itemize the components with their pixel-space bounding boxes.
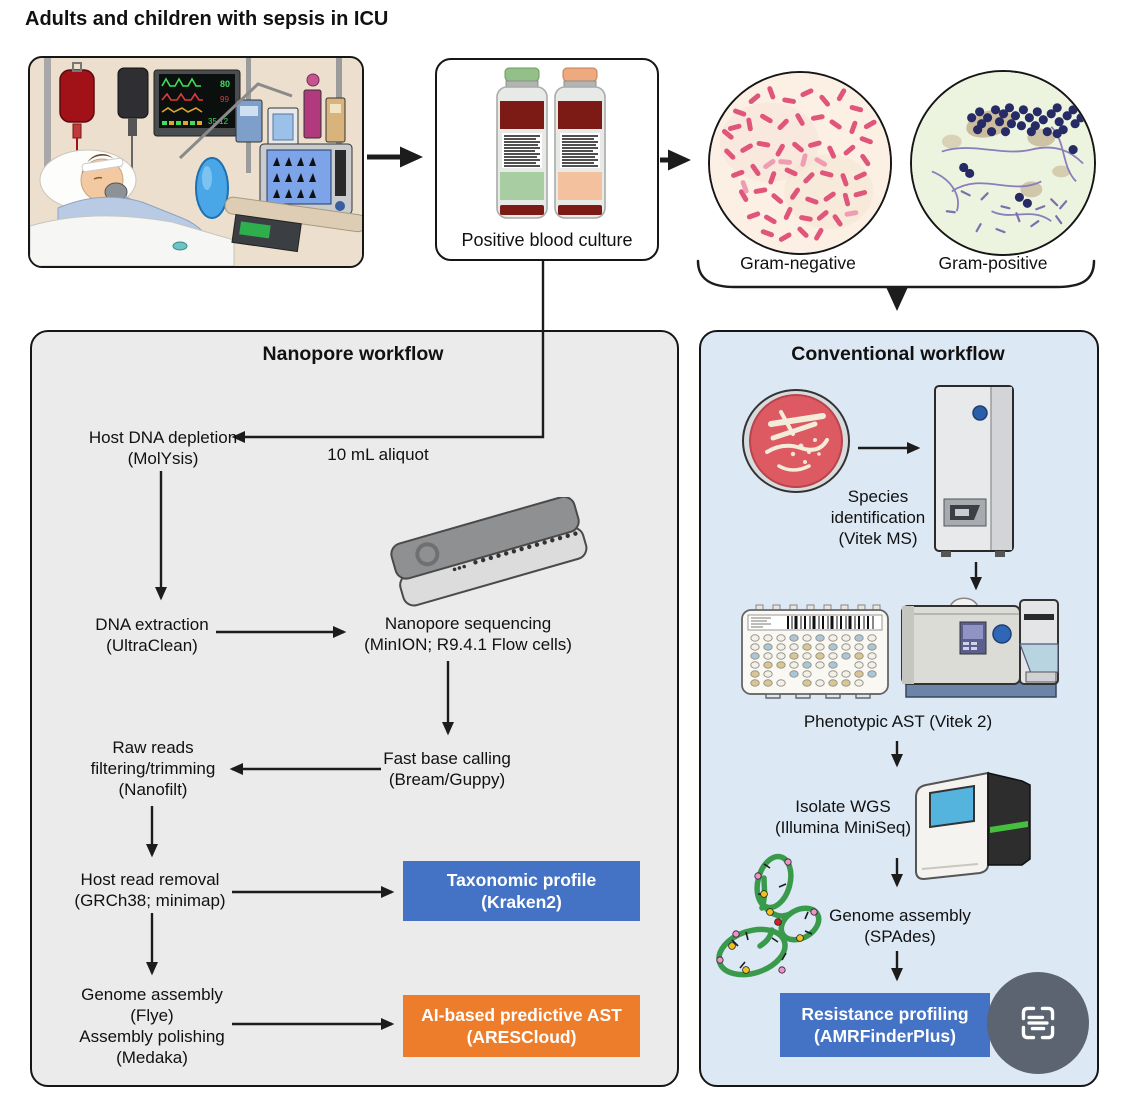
- svg-text:80: 80: [220, 79, 230, 89]
- gram-negative-micrograph: [708, 71, 892, 255]
- nanopore-workflow-panel: [30, 330, 679, 1087]
- step-species-identification: Species identification (Vitek MS): [830, 487, 926, 549]
- step-phenotypic-ast: Phenotypic AST (Vitek 2): [803, 712, 993, 731]
- blood-agar-plate-icon: [741, 388, 851, 495]
- bottle-orange: [554, 67, 606, 219]
- svg-text:99: 99: [220, 95, 229, 104]
- positive-blood-culture-card: Positive blood culture: [435, 58, 659, 261]
- vitek-ms-instrument-icon: [933, 383, 1017, 561]
- page-title: Adults and children with sepsis in ICU: [25, 8, 389, 30]
- step-genome-assembly-flye: Genome assembly (Flye) Assembly polishin…: [79, 985, 225, 1068]
- ast-card-icon: [740, 604, 890, 701]
- oxygen-bag-icon: [195, 157, 229, 219]
- gram-positive-label: Gram-positive: [938, 253, 1048, 273]
- step-host-dna-depletion: Host DNA depletion (MolYsis): [88, 428, 238, 469]
- blood-culture-label: Positive blood culture: [461, 230, 633, 250]
- bed-rail-icon: [224, 196, 362, 253]
- step-raw-reads-filtering: Raw reads filtering/trimming (Nanofilt): [90, 738, 216, 800]
- gram-negative-label: Gram-negative: [740, 253, 856, 273]
- step-isolate-wgs: Isolate WGS (Illumina MiniSeq): [774, 797, 912, 838]
- patient-icon: [30, 149, 235, 266]
- step-nanopore-sequencing: Nanopore sequencing (MinION; R9.4.1 Flow…: [364, 614, 572, 655]
- patient-monitor-icon: 80 99 35 12: [153, 69, 241, 137]
- genome-assembly-graph-icon: [712, 850, 830, 982]
- step-genome-assembly-spades: Genome assembly (SPAdes): [829, 906, 971, 947]
- output-taxonomic-profile: Taxonomic profile (Kraken2): [403, 861, 640, 921]
- conventional-workflow-title: Conventional workflow: [791, 343, 1005, 365]
- miniseq-sequencer-icon: [908, 765, 1040, 883]
- output-ai-predictive-ast: AI-based predictive AST (ARESCloud): [403, 995, 640, 1057]
- nanopore-workflow-title: Nanopore workflow: [262, 343, 444, 365]
- step-host-read-removal: Host read removal (GRCh38; minimap): [74, 870, 226, 911]
- vitek-2-instrument-icon: [898, 592, 1062, 704]
- aliquot-label: 10 mL aliquot: [327, 445, 429, 464]
- infusion-pumps-icon: [235, 73, 346, 163]
- bottle-green: [496, 67, 548, 219]
- icu-illustration: 80 99 35 12: [28, 56, 364, 268]
- scan-icon: [1021, 1006, 1055, 1040]
- blood-culture-bottles-icon: [496, 67, 606, 219]
- step-dna-extraction: DNA extraction (UltraClean): [95, 615, 209, 656]
- scan-button[interactable]: [987, 972, 1089, 1074]
- step-fast-base-calling: Fast base calling (Bream/Guppy): [383, 749, 511, 790]
- output-resistance-profiling: Resistance profiling (AMRFinderPlus): [780, 993, 990, 1057]
- minion-sequencer-icon: [383, 495, 598, 609]
- ventilator-icon: [259, 143, 353, 215]
- gram-positive-micrograph: [910, 70, 1096, 256]
- iv-bottle-icon: [117, 67, 149, 170]
